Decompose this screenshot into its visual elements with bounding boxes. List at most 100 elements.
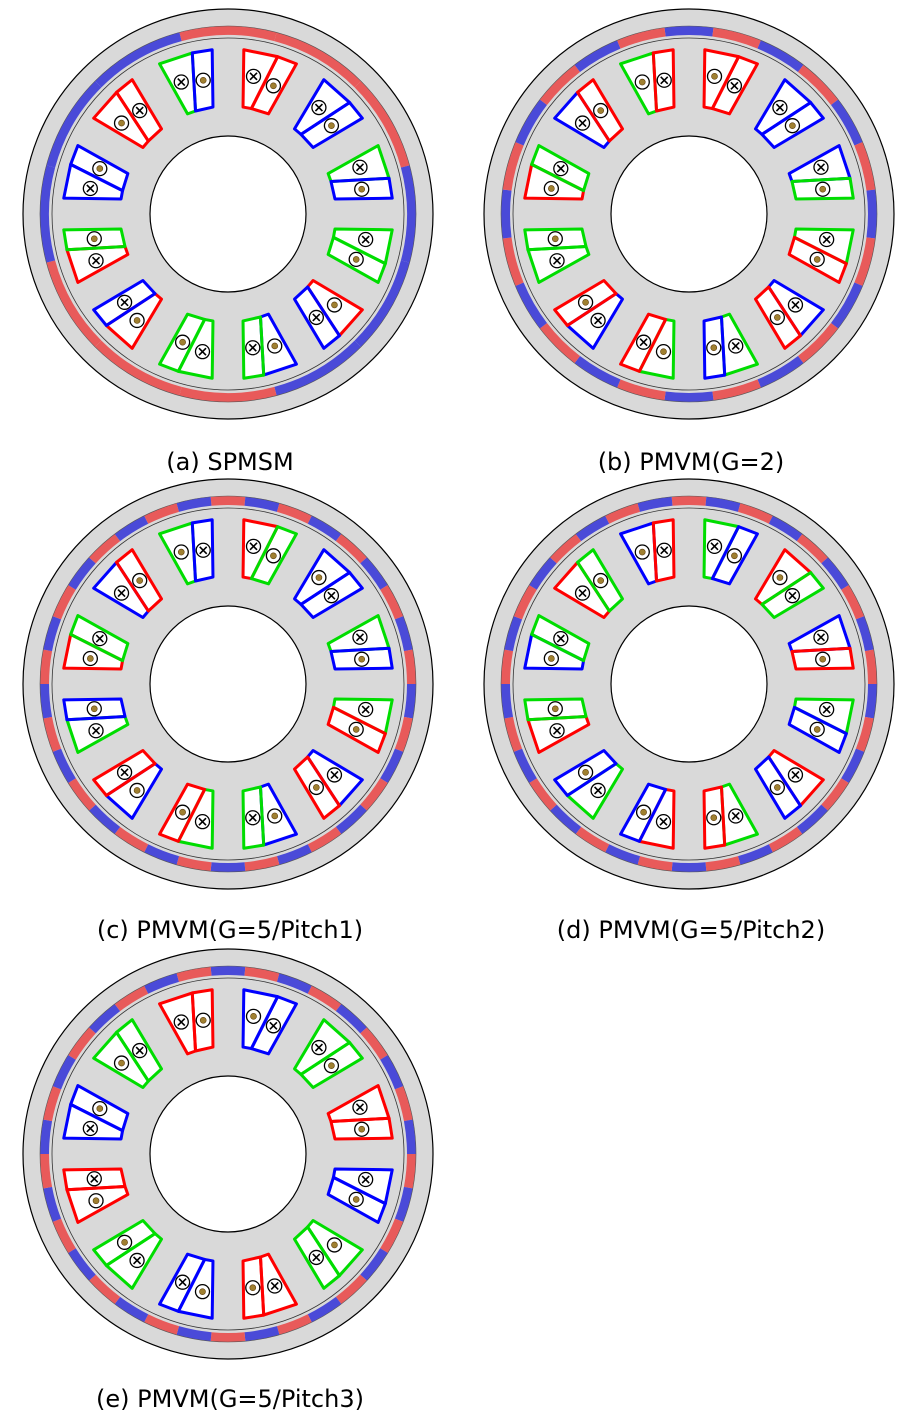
stator-slot	[523, 144, 591, 201]
magnet-blue	[831, 282, 863, 329]
magnet-red	[855, 716, 874, 752]
magnet-blue	[52, 748, 76, 783]
magnet-blue	[380, 748, 404, 783]
coil-side-red	[115, 548, 164, 613]
coil-side-blue	[619, 782, 668, 843]
magnet-red	[737, 503, 773, 524]
slot-opening	[755, 280, 824, 349]
magnet-red	[52, 1218, 76, 1253]
magnet-blue	[501, 189, 512, 239]
conductor-out-dot	[331, 301, 338, 309]
conductor-out-dot	[271, 342, 279, 350]
stator-slot	[92, 1018, 164, 1090]
conductor-out-dot	[177, 548, 185, 556]
magnet-blue	[501, 684, 514, 719]
magnet-blue	[114, 515, 149, 542]
stator-slot	[753, 548, 825, 620]
magnet-red	[394, 716, 413, 752]
figure-d: (d) PMVM(G=5/Pitch2)	[461, 470, 921, 945]
conductor-out-dot	[249, 1284, 257, 1292]
coil-side-blue	[753, 755, 802, 820]
coil-side-red	[329, 1116, 394, 1141]
coil-side-blue	[329, 176, 394, 201]
figure-c: (c) PMVM(G=5/Pitch1)	[0, 470, 460, 945]
magnet-blue	[504, 616, 523, 652]
conductor-out-dot	[92, 1197, 100, 1205]
motor-cross-section-c	[22, 478, 434, 890]
magnet-blue	[95, 32, 182, 88]
conductor-in-cross	[731, 811, 740, 821]
magnet-blue	[866, 189, 877, 239]
magnet-red	[43, 716, 62, 752]
conductor-in-cross	[594, 786, 603, 795]
conductor-in-cross	[330, 770, 339, 779]
stator-slot	[553, 278, 625, 350]
conductor-in-cross	[177, 77, 186, 87]
coil-side-red	[326, 705, 387, 754]
stator-slot	[523, 227, 591, 284]
conductor-in-cross	[556, 634, 565, 643]
magnet-red	[176, 856, 212, 872]
slot-opening	[93, 79, 162, 148]
magnet-red	[821, 778, 849, 811]
conductor-in-cross	[177, 1017, 186, 1027]
magnet-red	[307, 985, 342, 1012]
figure-b: (b) PMVM(G=2)	[461, 0, 921, 476]
conductor-in-cross	[198, 817, 207, 826]
coil-side-green	[576, 548, 625, 613]
slot-opening	[93, 549, 162, 618]
conductor-out-dot	[179, 808, 186, 816]
coil-side-green	[523, 227, 588, 252]
conductor-out-dot	[90, 235, 98, 243]
conductor-in-cross	[312, 1253, 321, 1262]
magnet-red	[864, 649, 877, 684]
conductor-in-cross	[594, 316, 603, 325]
conductor-out-dot	[640, 808, 647, 816]
stator-slot	[241, 518, 298, 586]
motor-cross-section-a	[22, 8, 434, 420]
magnet-blue	[796, 804, 828, 835]
conductor-in-cross	[133, 1256, 142, 1265]
stator-slot	[92, 78, 164, 150]
stator-slot	[62, 144, 130, 201]
slot-opening	[294, 1019, 363, 1088]
magnet-red	[380, 585, 404, 620]
conductor-out-dot	[813, 726, 821, 733]
conductor-in-cross	[552, 726, 562, 735]
magnet-red	[179, 25, 277, 42]
magnet-red	[144, 1314, 180, 1335]
magnet-red	[335, 1274, 367, 1305]
magnet-blue	[43, 616, 62, 652]
slot-opening	[554, 750, 623, 819]
stator-slot	[787, 614, 855, 671]
coil-side-red	[553, 278, 618, 327]
motor-cross-section-b	[483, 8, 895, 420]
magnet-ring-outer-edge	[39, 25, 417, 403]
conductor-in-cross	[730, 81, 739, 90]
magnet-blue	[354, 260, 410, 347]
magnet-red	[274, 32, 361, 88]
conductor-in-cross	[816, 633, 826, 642]
magnet-blue	[574, 356, 621, 388]
conductor-in-cross	[199, 546, 208, 555]
magnet-red	[144, 503, 180, 524]
stator-slot	[241, 48, 298, 116]
stator-slot	[292, 78, 364, 150]
stator-slot	[753, 278, 825, 350]
conductor-out-dot	[313, 784, 320, 791]
conductor-out-dot	[328, 122, 335, 129]
magnet-ring-outer-edge	[500, 25, 878, 403]
conductor-in-cross	[269, 1021, 278, 1030]
conductor-out-dot	[776, 574, 784, 581]
conductor-out-dot	[551, 705, 559, 713]
conductor-out-dot	[789, 122, 796, 129]
stator-slot	[702, 312, 759, 380]
motor-cross-section-e	[22, 948, 434, 1360]
slot-opening	[294, 1220, 363, 1289]
conductor-out-dot	[90, 705, 98, 713]
magnet-blue	[821, 557, 849, 590]
conductor-in-cross	[361, 235, 370, 244]
figure-caption-d: (d) PMVM(G=5/Pitch2)	[556, 916, 826, 944]
conductor-out-dot	[118, 1059, 125, 1067]
stator-slot	[787, 227, 855, 284]
